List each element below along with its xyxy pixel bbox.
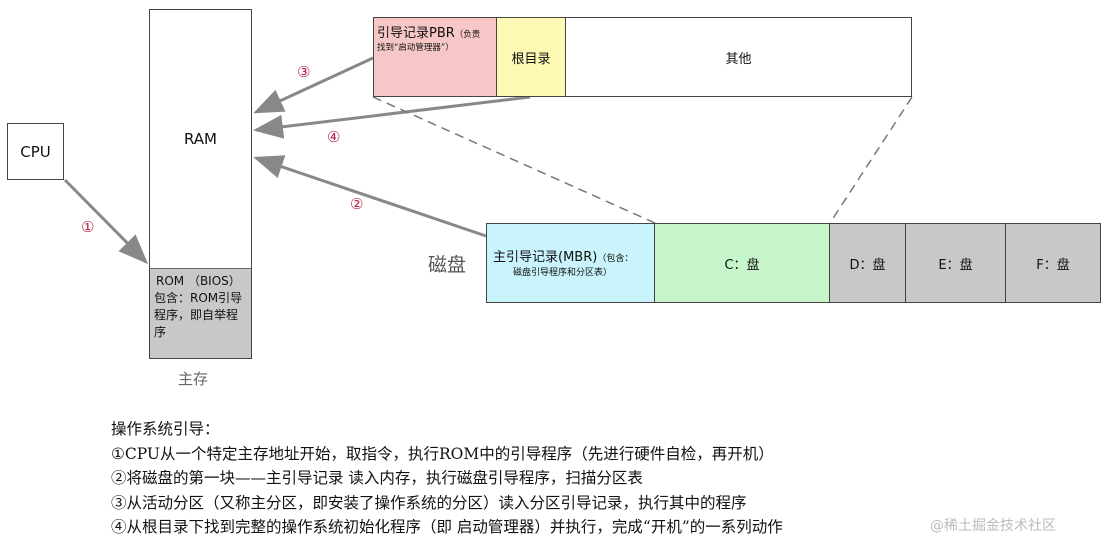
pbr-cell: 引导记录PBR（负责 找到“启动管理器”） — [373, 17, 497, 97]
c-disk-label: C：盘 — [724, 257, 760, 273]
notes-step-1: ①CPU从一个特定主存地址开始，取指令，执行ROM中的引导程序（先进行硬件自检，… — [111, 444, 774, 463]
partition-layout-row: 引导记录PBR（负责 找到“启动管理器”） 根目录 其他 — [373, 17, 912, 97]
d-disk-label: D：盘 — [849, 257, 886, 273]
boot-notes: 操作系统引导： ①CPU从一个特定主存地址开始，取指令，执行ROM中的引导程序（… — [111, 417, 783, 540]
ram-label: RAM — [183, 130, 218, 148]
main-memory-label: 主存 — [178, 370, 209, 388]
c-disk-cell: C：盘 — [654, 223, 830, 303]
cpu-box: CPU — [7, 123, 64, 180]
f-disk-label: F：盘 — [1036, 257, 1070, 273]
mbr-note-2: 磁盘引导程序和分区表） — [513, 268, 613, 278]
rom-line-3: 程序，即自举程 — [154, 308, 239, 322]
mbr-label: 主引导记录(MBR) — [493, 250, 598, 265]
rom-box: ROM （BIOS） 包含：ROM引导 程序，即自举程 序 — [149, 268, 252, 359]
arrow-pbr-to-ram — [253, 56, 374, 114]
pbr-note-1: （负责 — [454, 30, 481, 40]
step-3-marker: ③ — [297, 63, 311, 81]
mbr-cell: 主引导记录(MBR)（包含： 磁盘引导程序和分区表） — [486, 223, 655, 303]
cpu-label: CPU — [20, 142, 51, 161]
root-dir-label: 根目录 — [511, 51, 551, 67]
notes-step-2: ②将磁盘的第一块——主引导记录 读入内存，执行磁盘引导程序，扫描分区表 — [111, 469, 643, 487]
d-disk-cell: D：盘 — [829, 223, 906, 303]
disk-label: 磁盘 — [428, 254, 467, 276]
disk-layout-row: 主引导记录(MBR)（包含： 磁盘引导程序和分区表） C：盘 D：盘 E：盘 F… — [486, 223, 1101, 303]
e-disk-cell: E：盘 — [905, 223, 1006, 303]
other-cell: 其他 — [565, 17, 912, 97]
mbr-note-1: （包含： — [597, 254, 634, 264]
dashed-left — [372, 96, 656, 224]
arrow-cpu-to-rom — [63, 178, 149, 265]
dashed-right — [829, 96, 913, 224]
root-dir-cell: 根目录 — [496, 17, 566, 97]
step-4-marker: ④ — [327, 128, 341, 146]
step-2-marker: ② — [350, 195, 364, 213]
other-label: 其他 — [725, 52, 752, 67]
notes-step-4: ④从根目录下找到完整的操作系统初始化程序（即 启动管理器）并执行，完成“开机”的… — [111, 518, 783, 536]
rom-line-2: 包含：ROM引导 — [154, 291, 243, 305]
pbr-note-2: 找到“启动管理器”） — [377, 43, 454, 53]
rom-line-1: ROM （BIOS） — [156, 274, 241, 288]
arrow-mbr-to-ram — [253, 155, 487, 238]
notes-title: 操作系统引导： — [111, 420, 220, 438]
arrow-rootdir-to-ram — [253, 95, 531, 139]
step-1-marker: ① — [81, 218, 95, 236]
e-disk-label: E：盘 — [938, 257, 973, 273]
notes-step-3: ③从活动分区（又称主分区，即安装了操作系统的分区）读入分区引导记录，执行其中的程… — [111, 493, 747, 512]
watermark: @稀土掘金技术社区 — [930, 518, 1056, 534]
f-disk-cell: F：盘 — [1005, 223, 1101, 303]
rom-line-4: 序 — [154, 325, 167, 339]
pbr-label: 引导记录PBR — [377, 26, 455, 41]
